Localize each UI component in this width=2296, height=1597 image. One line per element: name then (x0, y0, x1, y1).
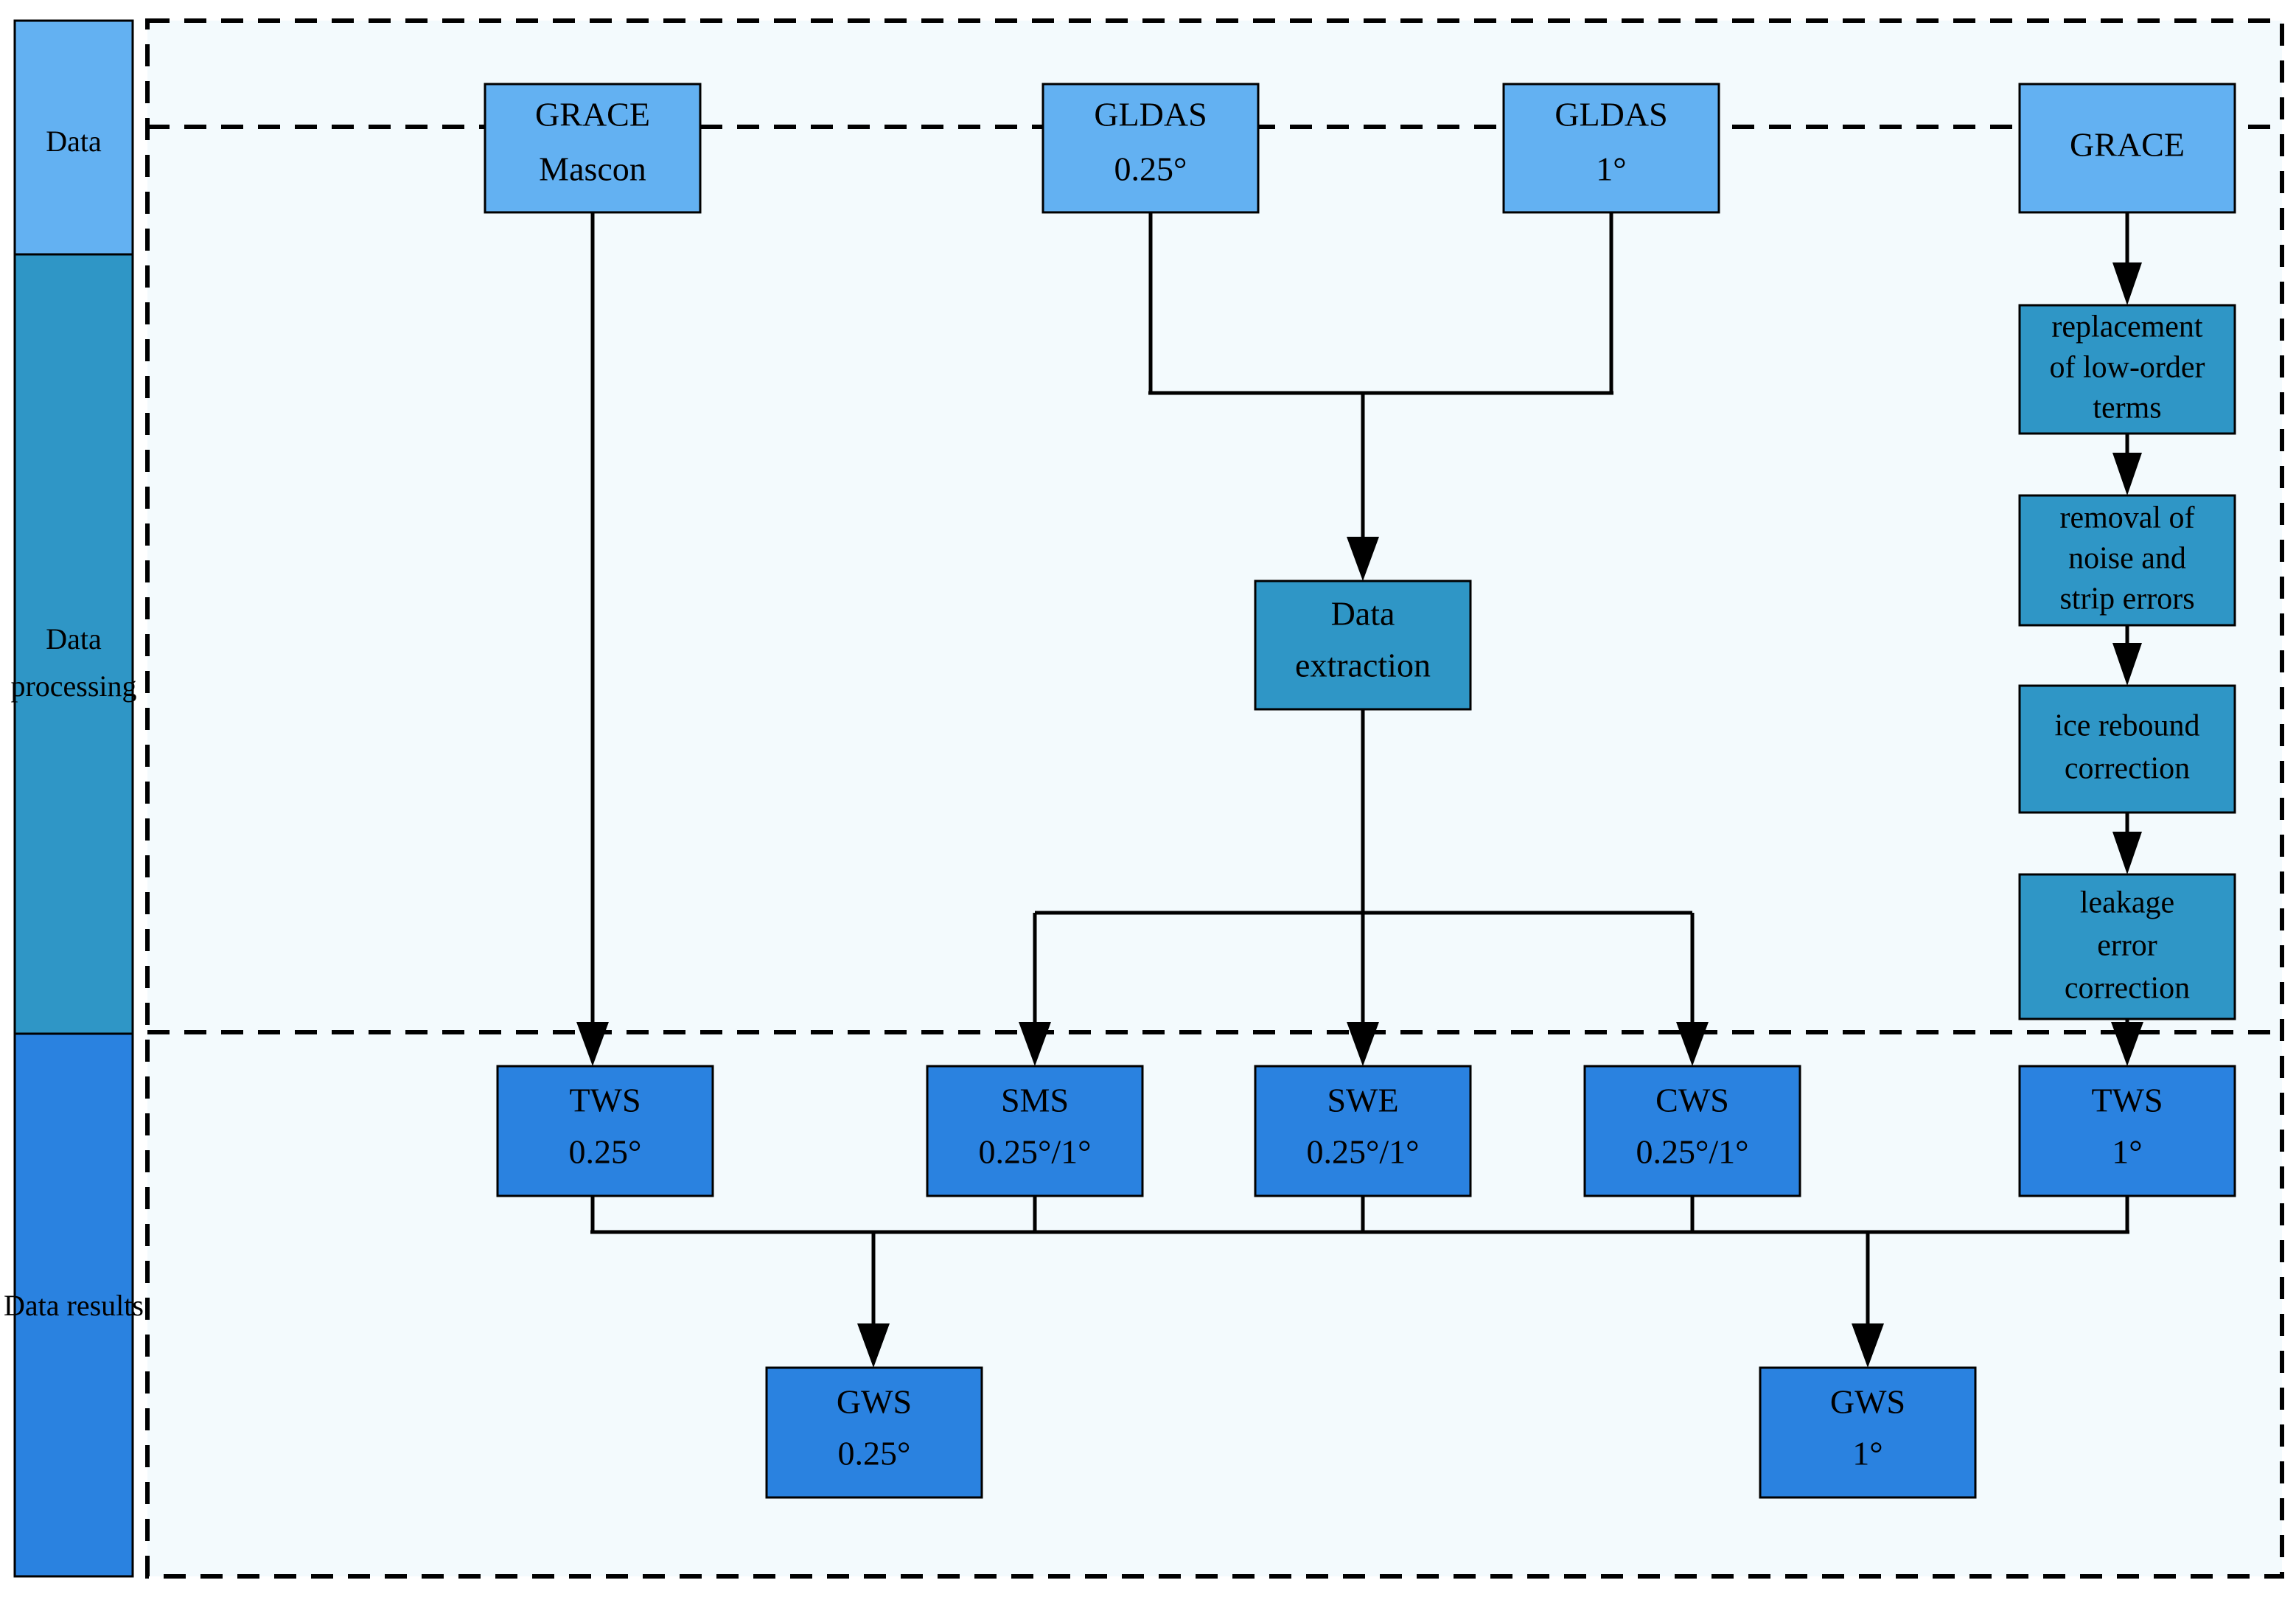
node-cws[interactable]: CWS 0.25°/1° (1583, 1065, 1801, 1197)
arrowhead-cws-in (1676, 1022, 1709, 1066)
node-replacement-line1: replacement (2051, 310, 2203, 344)
node-replacement-box[interactable] (2018, 304, 2236, 435)
node-gws-025[interactable]: GWS 0.25° (765, 1366, 983, 1499)
node-grace-mascon-box[interactable] (484, 83, 702, 214)
node-replacement-line3: terms (2093, 392, 2161, 425)
node-gws-1-line1: GWS (1830, 1383, 1905, 1421)
node-cws-box[interactable] (1583, 1065, 1801, 1197)
node-swe-line1: SWE (1327, 1082, 1398, 1119)
arrowhead-gws025-in (857, 1323, 890, 1368)
node-tws-1[interactable]: TWS 1° (2018, 1065, 2236, 1197)
node-tws-025[interactable]: TWS 0.25° (496, 1065, 714, 1197)
node-tws-025-line1: TWS (569, 1082, 641, 1119)
node-tws-025-line2: 0.25° (569, 1133, 642, 1171)
lane-processing-label-line1: Data (46, 622, 102, 655)
arrowhead-replacement-in (2112, 262, 2142, 305)
lane-processing-label-line2: processing (10, 669, 136, 703)
node-swe-line2: 0.25°/1° (1306, 1133, 1419, 1171)
node-cws-line2: 0.25°/1° (1636, 1133, 1748, 1171)
node-removal-noise-line3: strip errors (2059, 582, 2194, 616)
node-ice-rebound-line2: correction (2065, 752, 2190, 786)
lane-data-swatch (13, 19, 134, 256)
node-sms-box[interactable] (926, 1065, 1144, 1197)
lane-column: Data Data processing Data results (4, 19, 144, 1578)
node-ice-rebound-box[interactable] (2018, 684, 2236, 814)
node-leakage[interactable]: leakage error correction (2018, 873, 2236, 1020)
node-gldas-1-box[interactable] (1502, 83, 1720, 214)
node-gldas-1-line2: 1° (1596, 150, 1626, 188)
node-grace-mascon-line1: GRACE (535, 96, 650, 133)
node-gldas-1[interactable]: GLDAS 1° (1502, 83, 1720, 214)
node-removal-noise-box[interactable] (2018, 494, 2236, 627)
arrowhead-ice-in (2112, 643, 2142, 686)
node-gws-1-box[interactable] (1759, 1366, 1977, 1499)
node-cws-line1: CWS (1655, 1082, 1729, 1119)
lane-data-label: Data (46, 125, 102, 158)
arrowhead-extraction-in (1347, 537, 1379, 581)
node-tws-025-box[interactable] (496, 1065, 714, 1197)
arrowhead-tws025-in (576, 1022, 609, 1066)
connector-layer (576, 212, 2143, 1368)
node-sms-line2: 0.25°/1° (978, 1133, 1091, 1171)
node-tws-1-line2: 1° (2112, 1133, 2142, 1171)
arrowhead-tws1-in (2111, 1022, 2143, 1066)
arrowhead-sms-in (1019, 1022, 1051, 1066)
node-grace-line1: GRACE (2070, 126, 2185, 164)
node-gldas-025-line2: 0.25° (1114, 150, 1187, 188)
node-ice-rebound[interactable]: ice rebound correction (2018, 684, 2236, 814)
node-ice-rebound-line1: ice rebound (2054, 709, 2199, 743)
node-removal-noise[interactable]: removal of noise and strip errors (2018, 494, 2236, 627)
node-grace-mascon-line2: Mascon (539, 150, 646, 188)
node-gldas-025[interactable]: GLDAS 0.25° (1041, 83, 1260, 214)
node-gldas-1-line1: GLDAS (1554, 96, 1667, 133)
arrowhead-leakage-in (2112, 832, 2142, 874)
lane-results-swatch (13, 1032, 134, 1578)
node-tws-1-box[interactable] (2018, 1065, 2236, 1197)
node-gws-1-line2: 1° (1852, 1435, 1882, 1472)
node-gldas-025-line1: GLDAS (1094, 96, 1207, 133)
node-grace[interactable]: GRACE (2018, 83, 2236, 214)
node-replacement[interactable]: replacement of low-order terms (2018, 304, 2236, 435)
node-swe-box[interactable] (1254, 1065, 1472, 1197)
arrowhead-removal-in (2112, 453, 2142, 495)
node-gws-025-line2: 0.25° (838, 1435, 911, 1472)
node-swe[interactable]: SWE 0.25°/1° (1254, 1065, 1472, 1197)
node-tws-1-line1: TWS (2091, 1082, 2163, 1119)
node-removal-noise-line1: removal of (2059, 501, 2194, 535)
node-gws-1[interactable]: GWS 1° (1759, 1366, 1977, 1499)
node-data-extraction-line1: Data (1331, 595, 1395, 633)
node-sms[interactable]: SMS 0.25°/1° (926, 1065, 1144, 1197)
lane-results-label: Data results (4, 1289, 144, 1322)
panel-dashed-border (145, 18, 2284, 1579)
node-leakage-line3: correction (2065, 972, 2190, 1006)
node-gws-025-box[interactable] (765, 1366, 983, 1499)
node-data-extraction-box[interactable] (1254, 580, 1472, 711)
node-leakage-line2: error (2097, 929, 2157, 963)
node-leakage-line1: leakage (2080, 886, 2174, 920)
node-grace-box[interactable] (2018, 83, 2236, 214)
node-gws-025-line1: GWS (837, 1383, 912, 1421)
node-leakage-box[interactable] (2018, 873, 2236, 1020)
node-replacement-line2: of low-order (2049, 351, 2205, 385)
arrowhead-gws1-in (1852, 1323, 1884, 1368)
node-grace-mascon[interactable]: GRACE Mascon (484, 83, 702, 214)
node-data-extraction-line2: extraction (1295, 647, 1431, 684)
node-data-extraction[interactable]: Data extraction (1254, 580, 1472, 711)
node-sms-line1: SMS (1001, 1082, 1069, 1119)
node-removal-noise-line2: noise and (2068, 542, 2186, 576)
panel-background (147, 21, 2282, 1576)
node-gldas-025-box[interactable] (1041, 83, 1260, 214)
arrowhead-swe-in (1347, 1022, 1379, 1066)
